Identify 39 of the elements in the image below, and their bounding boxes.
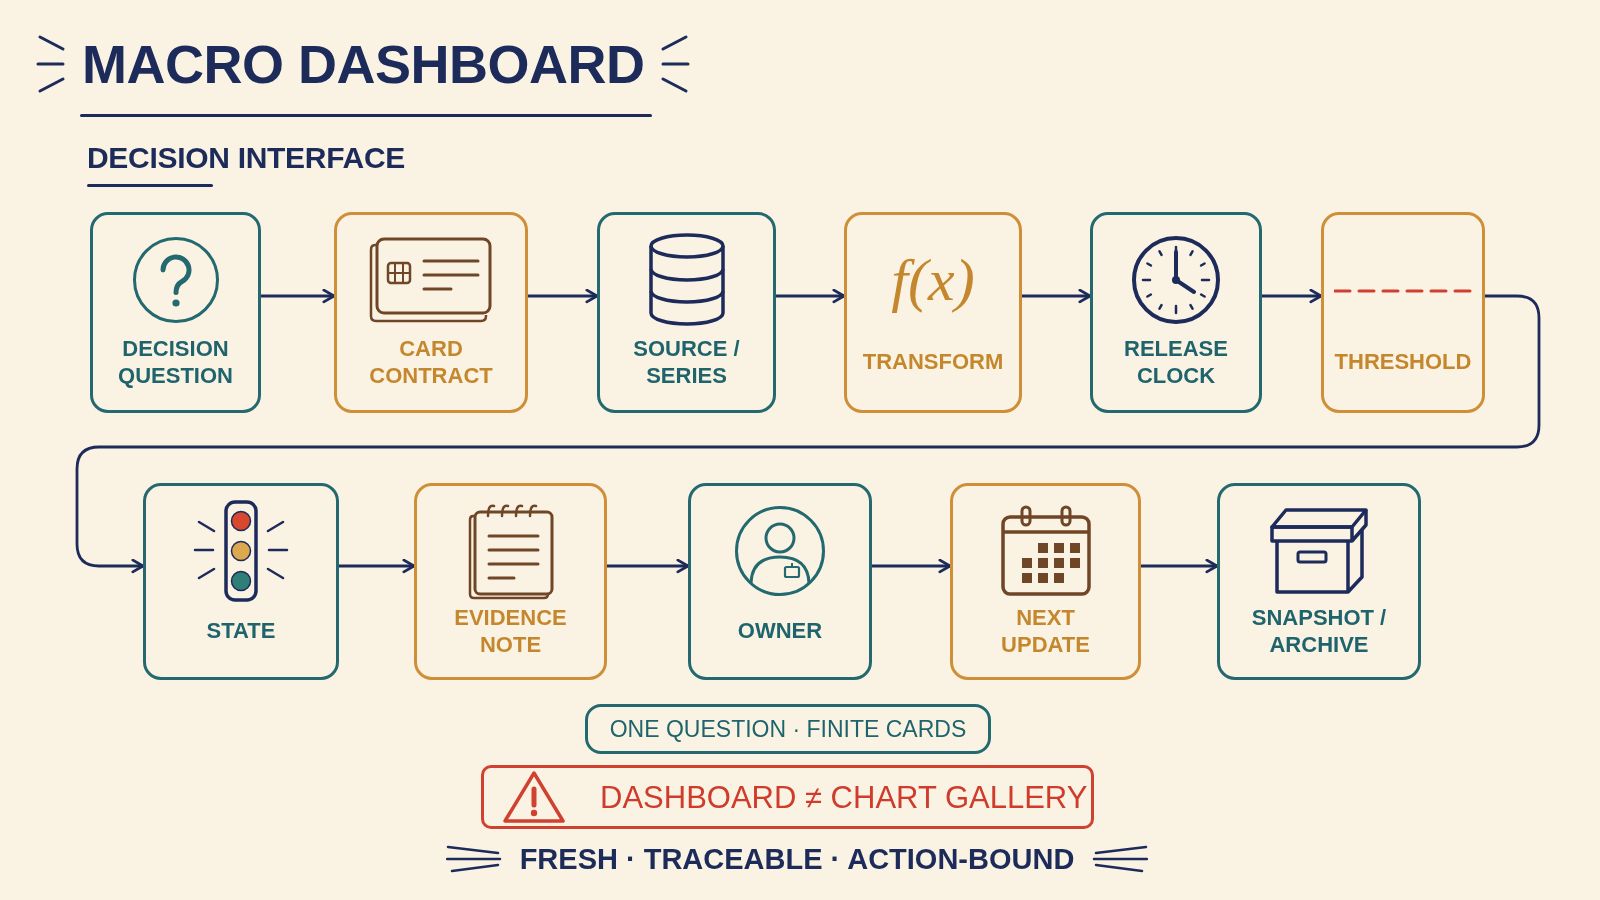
process-card bbox=[90, 212, 261, 413]
process-card bbox=[1090, 212, 1262, 413]
arrow bbox=[605, 558, 690, 574]
card-label: NEXT UPDATE bbox=[1000, 605, 1091, 658]
process-card bbox=[1217, 483, 1421, 680]
arrow bbox=[337, 558, 416, 574]
card-label: EVIDENCE NOTE bbox=[453, 605, 568, 658]
card-label: SOURCE / SERIES bbox=[632, 336, 741, 389]
subtitle: DECISION INTERFACE bbox=[87, 143, 405, 173]
arrow bbox=[1139, 558, 1219, 574]
card-label: TRANSFORM bbox=[862, 349, 1004, 376]
card-label: STATE bbox=[206, 618, 276, 645]
process-card bbox=[844, 212, 1022, 413]
card-label: OWNER bbox=[737, 618, 823, 645]
arrow bbox=[526, 288, 599, 304]
arrow bbox=[774, 288, 846, 304]
card-label: DECISION QUESTION bbox=[117, 336, 234, 389]
process-card bbox=[1321, 212, 1485, 413]
warning-banner bbox=[481, 765, 1094, 829]
process-card bbox=[950, 483, 1141, 680]
page-title: MACRO DASHBOARD bbox=[82, 37, 645, 91]
tagline: FRESH · TRACEABLE · ACTION-BOUND bbox=[519, 844, 1075, 874]
card-label: SNAPSHOT / ARCHIVE bbox=[1250, 605, 1388, 658]
process-card bbox=[334, 212, 528, 413]
arrow bbox=[1260, 288, 1323, 304]
card-label: RELEASE CLOCK bbox=[1123, 336, 1229, 389]
pill-text: ONE QUESTION · FINITE CARDS bbox=[609, 717, 967, 741]
card-label: CARD CONTRACT bbox=[368, 336, 494, 389]
arrow bbox=[870, 558, 952, 574]
arrow bbox=[1020, 288, 1092, 304]
process-card bbox=[688, 483, 872, 680]
connector-arrow bbox=[75, 294, 1541, 574]
tag-pill bbox=[585, 704, 991, 754]
card-label: THRESHOLD bbox=[1334, 349, 1472, 376]
process-card bbox=[143, 483, 339, 680]
process-card bbox=[414, 483, 607, 680]
arrow bbox=[259, 288, 336, 304]
process-card bbox=[597, 212, 776, 413]
banner-text: DASHBOARD ≠ CHART GALLERY bbox=[600, 781, 1088, 813]
